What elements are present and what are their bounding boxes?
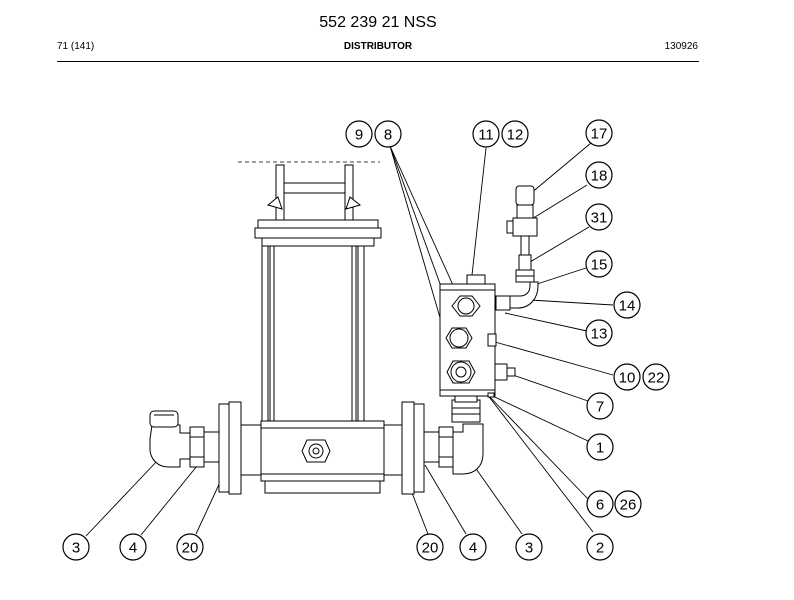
svg-text:26: 26 — [620, 497, 637, 514]
callout-31: 31 — [585, 203, 613, 231]
callout-4-left: 4 — [119, 533, 147, 561]
callout-3-right: 3 — [515, 533, 543, 561]
svg-text:31: 31 — [591, 210, 608, 227]
document-number: 552 239 21 NSS — [319, 14, 437, 31]
svg-text:22: 22 — [648, 370, 665, 387]
callout-13: 13 — [585, 319, 613, 347]
document-title: DISTRIBUTOR — [343, 41, 413, 52]
document-date: 130926 — [664, 41, 698, 52]
svg-text:3: 3 — [72, 540, 80, 557]
svg-text:4: 4 — [469, 540, 477, 557]
callout-14: 14 — [613, 291, 641, 319]
callout-10: 10 — [613, 363, 641, 391]
callout-4-right: 4 — [459, 533, 487, 561]
callout-6: 6 — [586, 490, 614, 518]
gauge-assembly — [495, 185, 539, 311]
svg-text:18: 18 — [591, 168, 608, 185]
svg-text:7: 7 — [596, 399, 604, 416]
callout-1: 1 — [586, 433, 614, 461]
leader-lines — [85, 142, 614, 537]
svg-text:10: 10 — [619, 370, 636, 387]
svg-text:4: 4 — [129, 540, 137, 557]
svg-text:20: 20 — [422, 540, 439, 557]
svg-text:1: 1 — [596, 440, 604, 457]
callout-7: 7 — [586, 392, 614, 420]
callout-2: 2 — [586, 533, 614, 561]
callout-11: 11 — [472, 120, 500, 148]
callout-26: 26 — [614, 490, 642, 518]
callout-18: 18 — [585, 161, 613, 189]
svg-text:9: 9 — [355, 127, 363, 144]
callout-8: 8 — [374, 120, 402, 148]
svg-text:20: 20 — [182, 540, 199, 557]
distributor-block — [439, 274, 516, 398]
callout-20-left: 20 — [176, 533, 204, 561]
callout-17: 17 — [585, 119, 613, 147]
svg-text:2: 2 — [596, 540, 604, 557]
svg-text:6: 6 — [596, 497, 604, 514]
svg-text:8: 8 — [384, 127, 392, 144]
svg-text:13: 13 — [591, 326, 608, 343]
svg-text:11: 11 — [478, 127, 494, 144]
svg-text:12: 12 — [507, 127, 524, 144]
svg-text:14: 14 — [619, 298, 636, 315]
callout-15: 15 — [585, 250, 613, 278]
machine-assembly — [149, 161, 484, 495]
callout-20-right: 20 — [416, 533, 444, 561]
header-rule — [57, 61, 699, 62]
svg-text:15: 15 — [591, 257, 608, 274]
svg-text:3: 3 — [525, 540, 533, 557]
callout-9: 9 — [345, 120, 373, 148]
callout-22: 22 — [642, 363, 670, 391]
callout-bubbles: 9 8 11 12 17 18 31 15 14 13 10 22 7 1 6 … — [62, 119, 670, 561]
page-number: 71 (141) — [57, 41, 95, 52]
callout-12: 12 — [501, 120, 529, 148]
svg-text:17: 17 — [591, 126, 608, 143]
callout-3-left: 3 — [62, 533, 90, 561]
